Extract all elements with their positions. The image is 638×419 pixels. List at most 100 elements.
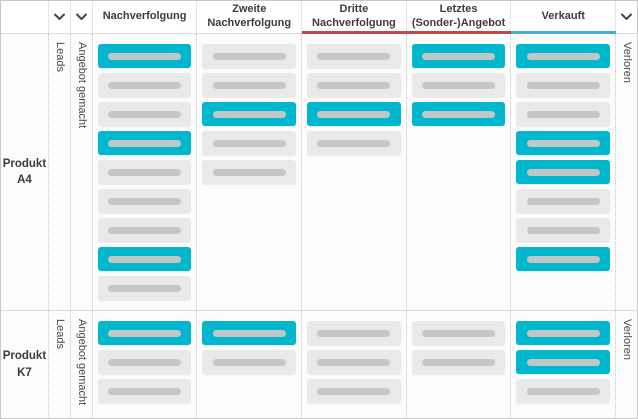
collapsed-column-label: Leads bbox=[53, 42, 66, 72]
collapsed-column-leads: Leads bbox=[49, 34, 71, 310]
kanban-card[interactable] bbox=[97, 73, 192, 97]
kanban-card[interactable] bbox=[307, 131, 401, 155]
kanban-card[interactable] bbox=[97, 131, 192, 155]
chevron-down-icon[interactable] bbox=[53, 13, 66, 21]
collapsed-column-label: Verloren bbox=[621, 319, 634, 360]
kanban-card[interactable] bbox=[307, 321, 401, 345]
card-text-placeholder bbox=[317, 387, 391, 395]
card-text-placeholder bbox=[422, 52, 496, 60]
collapsed-column-label: Angebot gemacht bbox=[75, 42, 88, 129]
lane-verkauft bbox=[511, 311, 617, 418]
card-text-placeholder bbox=[212, 329, 286, 337]
kanban-card[interactable] bbox=[516, 247, 611, 271]
card-text-placeholder bbox=[212, 52, 286, 60]
collapsed-column-toggle-leads[interactable] bbox=[48, 1, 71, 33]
kanban-card[interactable] bbox=[516, 350, 611, 374]
kanban-card[interactable] bbox=[411, 350, 506, 374]
kanban-card[interactable] bbox=[516, 131, 611, 155]
kanban-card[interactable] bbox=[202, 44, 297, 68]
card-text-placeholder bbox=[526, 139, 600, 147]
lane-dritte-nachverfolgung bbox=[302, 34, 407, 310]
stage-underline-blue bbox=[511, 31, 617, 34]
card-text-placeholder bbox=[212, 110, 286, 118]
kanban-card[interactable] bbox=[97, 44, 192, 68]
kanban-card[interactable] bbox=[516, 189, 611, 213]
card-text-placeholder bbox=[212, 358, 286, 366]
kanban-card[interactable] bbox=[516, 73, 611, 97]
lane-letztes-sonder-angebot bbox=[407, 311, 512, 418]
kanban-card[interactable] bbox=[307, 73, 401, 97]
product-label: Produkt K7 bbox=[2, 350, 47, 379]
kanban-card[interactable] bbox=[516, 102, 611, 126]
card-text-placeholder bbox=[526, 329, 600, 337]
kanban-card[interactable] bbox=[97, 321, 192, 345]
stage-header-label: Letztes (Sonder-)Angebot bbox=[411, 3, 506, 29]
card-text-placeholder bbox=[212, 168, 286, 176]
stage-underline-red bbox=[302, 31, 407, 34]
kanban-card[interactable] bbox=[307, 44, 401, 68]
kanban-card[interactable] bbox=[516, 160, 611, 184]
kanban-card[interactable] bbox=[97, 247, 192, 271]
kanban-card[interactable] bbox=[97, 189, 192, 213]
stage-header-dritte-nachverfolgung: Dritte Nachverfolgung bbox=[302, 1, 407, 34]
card-text-placeholder bbox=[108, 110, 182, 118]
card-text-placeholder bbox=[317, 110, 391, 118]
stage-header-label: Nachverfolgung bbox=[102, 10, 187, 23]
kanban-card[interactable] bbox=[516, 218, 611, 242]
product-label: Produkt A4 bbox=[2, 157, 47, 186]
collapsed-column-toggle-verloren[interactable] bbox=[616, 1, 637, 33]
kanban-card[interactable] bbox=[411, 73, 506, 97]
product-label-cell: Produkt K7 bbox=[1, 311, 49, 418]
card-text-placeholder bbox=[317, 358, 391, 366]
card-text-placeholder bbox=[317, 81, 391, 89]
lane-zweite-nachverfolgung bbox=[197, 311, 303, 418]
collapsed-column-label: Leads bbox=[53, 319, 66, 349]
kanban-card[interactable] bbox=[202, 73, 297, 97]
kanban-card[interactable] bbox=[307, 350, 401, 374]
collapsed-column-toggle-angebot-gemacht[interactable] bbox=[70, 1, 93, 33]
collapsed-column-leads: Leads bbox=[49, 311, 71, 418]
collapsed-column-label: Angebot gemacht bbox=[75, 319, 88, 406]
kanban-card[interactable] bbox=[97, 160, 192, 184]
card-text-placeholder bbox=[108, 226, 182, 234]
lane-letztes-sonder-angebot bbox=[407, 34, 512, 310]
kanban-card[interactable] bbox=[411, 44, 506, 68]
chevron-down-icon[interactable] bbox=[620, 13, 633, 21]
kanban-card[interactable] bbox=[411, 102, 506, 126]
kanban-card[interactable] bbox=[202, 350, 297, 374]
card-text-placeholder bbox=[108, 387, 182, 395]
card-text-placeholder bbox=[422, 110, 496, 118]
card-text-placeholder bbox=[212, 139, 286, 147]
kanban-card[interactable] bbox=[516, 44, 611, 68]
kanban-card[interactable] bbox=[202, 102, 297, 126]
stage-header-letztes-sonder-angebot: Letztes (Sonder-)Angebot bbox=[406, 1, 512, 34]
kanban-card[interactable] bbox=[97, 350, 192, 374]
kanban-card[interactable] bbox=[516, 321, 611, 345]
card-text-placeholder bbox=[526, 387, 600, 395]
kanban-card[interactable] bbox=[202, 160, 297, 184]
kanban-card[interactable] bbox=[97, 218, 192, 242]
stage-underline-red bbox=[406, 31, 512, 34]
card-text-placeholder bbox=[526, 110, 600, 118]
card-text-placeholder bbox=[526, 81, 600, 89]
kanban-card[interactable] bbox=[202, 321, 297, 345]
kanban-card[interactable] bbox=[307, 379, 401, 403]
card-text-placeholder bbox=[108, 255, 182, 263]
kanban-card[interactable] bbox=[202, 131, 297, 155]
lane-zweite-nachverfolgung bbox=[197, 34, 303, 310]
card-text-placeholder bbox=[108, 197, 182, 205]
kanban-card[interactable] bbox=[307, 102, 401, 126]
stage-header-zweite-nachverfolgung: Zweite Nachverfolgung bbox=[197, 1, 303, 33]
kanban-card[interactable] bbox=[97, 102, 192, 126]
kanban-card[interactable] bbox=[97, 276, 192, 300]
kanban-card[interactable] bbox=[411, 321, 506, 345]
kanban-card[interactable] bbox=[97, 379, 192, 403]
lane-nachverfolgung bbox=[93, 311, 198, 418]
lane-verkauft bbox=[511, 34, 617, 310]
kanban-card[interactable] bbox=[516, 379, 611, 403]
card-text-placeholder bbox=[526, 226, 600, 234]
product-row-k7: Produkt K7 Leads Angebot gemacht Verlore… bbox=[1, 311, 637, 418]
card-text-placeholder bbox=[317, 139, 391, 147]
chevron-down-icon[interactable] bbox=[75, 13, 88, 21]
